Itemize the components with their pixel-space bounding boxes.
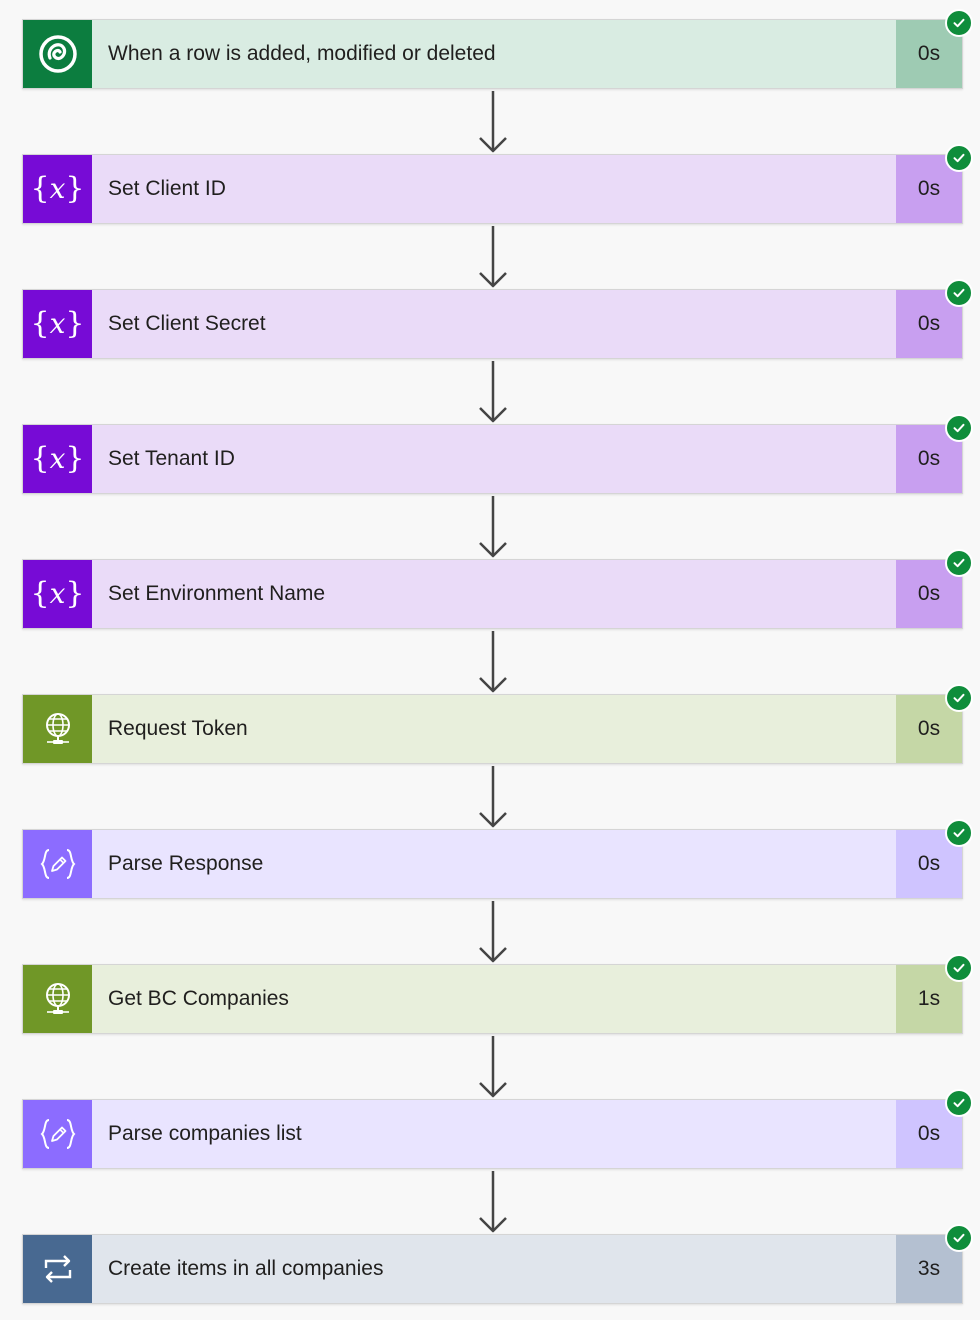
step-title: Set Client ID (92, 155, 896, 223)
flow-step-when-a-row-is-added-modified-or-deleted[interactable]: When a row is added, modified or deleted… (22, 9, 973, 89)
success-check-icon (945, 414, 973, 442)
step-duration: 3s (896, 1235, 962, 1303)
step-title: Parse Response (92, 830, 896, 898)
variable-icon: {x} (23, 290, 92, 358)
http-globe-icon (23, 695, 92, 763)
loop-icon (23, 1235, 92, 1303)
connector-arrow-icon (478, 899, 508, 964)
success-check-icon (945, 279, 973, 307)
success-check-icon (945, 954, 973, 982)
variable-icon: {x} (23, 560, 92, 628)
connector-arrow-icon (478, 1169, 508, 1234)
step-title: Create items in all companies (92, 1235, 896, 1303)
variable-icon: {x} (23, 425, 92, 493)
parse-json-icon (23, 830, 92, 898)
step-duration: 0s (896, 425, 962, 493)
http-globe-icon (23, 965, 92, 1033)
connector-arrow-icon (478, 224, 508, 289)
success-check-icon (945, 1224, 973, 1252)
connector-arrow-icon (478, 629, 508, 694)
success-check-icon (945, 1089, 973, 1117)
success-check-icon (945, 819, 973, 847)
parse-json-icon (23, 1100, 92, 1168)
step-title: Set Tenant ID (92, 425, 896, 493)
step-title: Get BC Companies (92, 965, 896, 1033)
step-title: Request Token (92, 695, 896, 763)
connector-arrow-icon (478, 89, 508, 154)
success-check-icon (945, 549, 973, 577)
step-title: When a row is added, modified or deleted (92, 20, 896, 88)
step-title: Parse companies list (92, 1100, 896, 1168)
success-check-icon (945, 9, 973, 37)
connector-arrow-icon (478, 1034, 508, 1099)
connector-arrow-icon (478, 764, 508, 829)
step-title: Set Environment Name (92, 560, 896, 628)
connector-arrow-icon (478, 359, 508, 424)
dataverse-icon (23, 20, 92, 88)
success-check-icon (945, 684, 973, 712)
step-title: Set Client Secret (92, 290, 896, 358)
connector-arrow-icon (478, 494, 508, 559)
variable-icon: {x} (23, 155, 92, 223)
success-check-icon (945, 144, 973, 172)
